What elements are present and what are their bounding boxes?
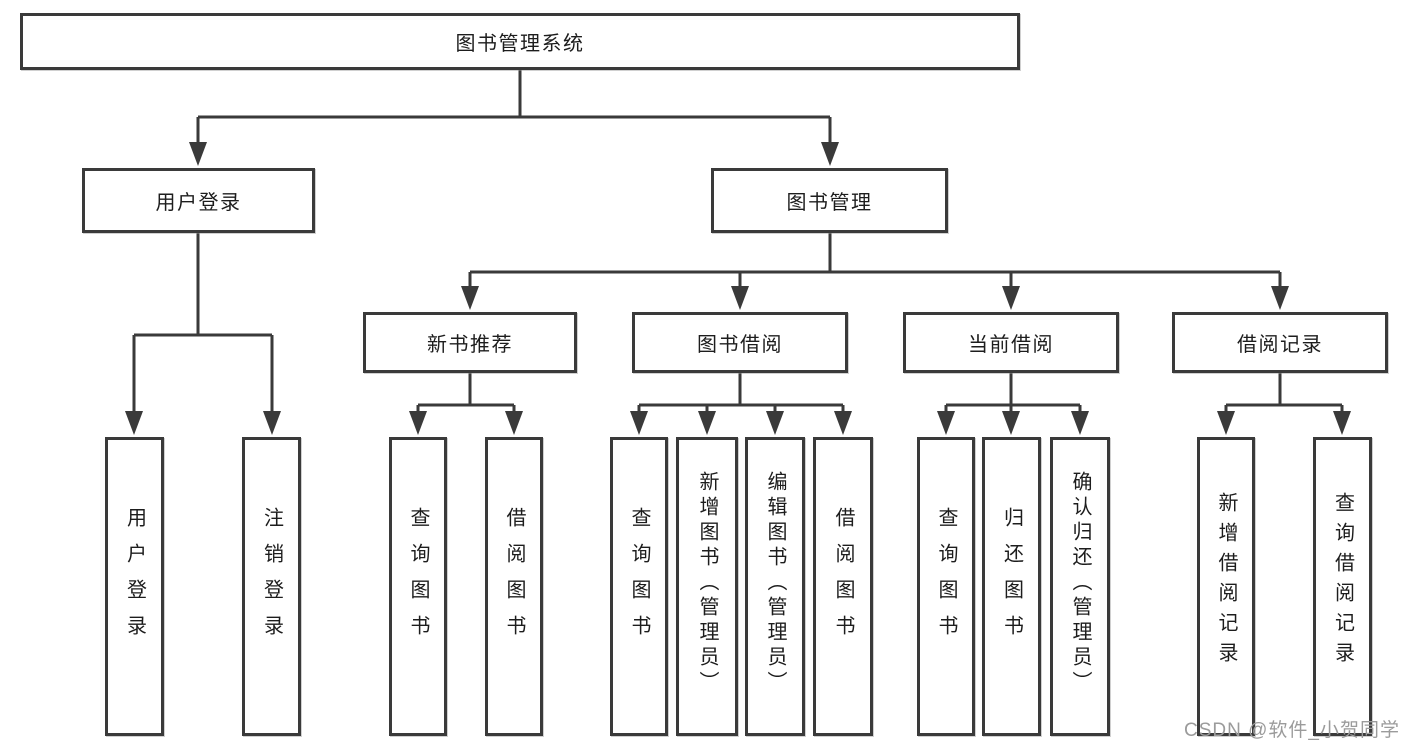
node-current-borrowing: 当前借阅 xyxy=(903,312,1119,373)
node-label: 编辑图书（管理员） xyxy=(764,471,786,696)
node-label: 借阅图书 xyxy=(503,506,525,651)
leaf-logout: 注销登录 xyxy=(242,437,301,736)
leaf-query-book-borrowing: 查询图书 xyxy=(610,437,668,736)
node-label: 归还图书 xyxy=(1000,506,1023,651)
node-label: 借阅记录 xyxy=(1237,334,1323,356)
node-borrow-records: 借阅记录 xyxy=(1172,312,1388,373)
node-label: 用户登录 xyxy=(155,192,242,214)
node-book-management: 图书管理 xyxy=(711,168,948,233)
node-label: 新增图书（管理员） xyxy=(696,471,718,696)
leaf-query-book-recommend: 查询图书 xyxy=(389,437,447,736)
node-label: 图书借阅 xyxy=(697,334,783,356)
leaf-add-book-admin: 新增图书（管理员） xyxy=(676,437,738,736)
node-label: 当前借阅 xyxy=(968,334,1054,356)
node-label: 图书管理系统 xyxy=(455,33,585,55)
leaf-query-book-current: 查询图书 xyxy=(917,437,975,736)
node-label: 用户登录 xyxy=(123,506,146,651)
node-label: 查询图书 xyxy=(935,506,957,651)
node-label: 新增借阅记录 xyxy=(1215,491,1237,672)
node-label: 确认归还（管理员） xyxy=(1069,471,1091,696)
leaf-return-book: 归还图书 xyxy=(982,437,1041,736)
leaf-borrow-book-recommend: 借阅图书 xyxy=(485,437,543,736)
leaf-confirm-return-admin: 确认归还（管理员） xyxy=(1050,437,1110,736)
leaf-query-borrow-record: 查询借阅记录 xyxy=(1313,437,1372,736)
leaf-user-login: 用户登录 xyxy=(105,437,164,736)
node-user-login: 用户登录 xyxy=(82,168,315,233)
node-book-borrowing: 图书借阅 xyxy=(632,312,848,373)
node-label: 查询图书 xyxy=(628,506,650,651)
leaf-borrow-book: 借阅图书 xyxy=(813,437,873,736)
node-label: 图书管理 xyxy=(786,192,873,214)
node-system-root: 图书管理系统 xyxy=(20,13,1020,70)
node-label: 借阅图书 xyxy=(832,506,854,651)
node-label: 查询借阅记录 xyxy=(1331,491,1354,672)
node-new-book-recommend: 新书推荐 xyxy=(363,312,577,373)
leaf-add-borrow-record: 新增借阅记录 xyxy=(1197,437,1255,736)
node-label: 注销登录 xyxy=(260,506,283,651)
leaf-edit-book-admin: 编辑图书（管理员） xyxy=(745,437,805,736)
node-label: 查询图书 xyxy=(407,506,429,651)
csdn-watermark: CSDN @软件_小贺同学 xyxy=(1184,720,1400,741)
node-label: 新书推荐 xyxy=(427,334,513,356)
